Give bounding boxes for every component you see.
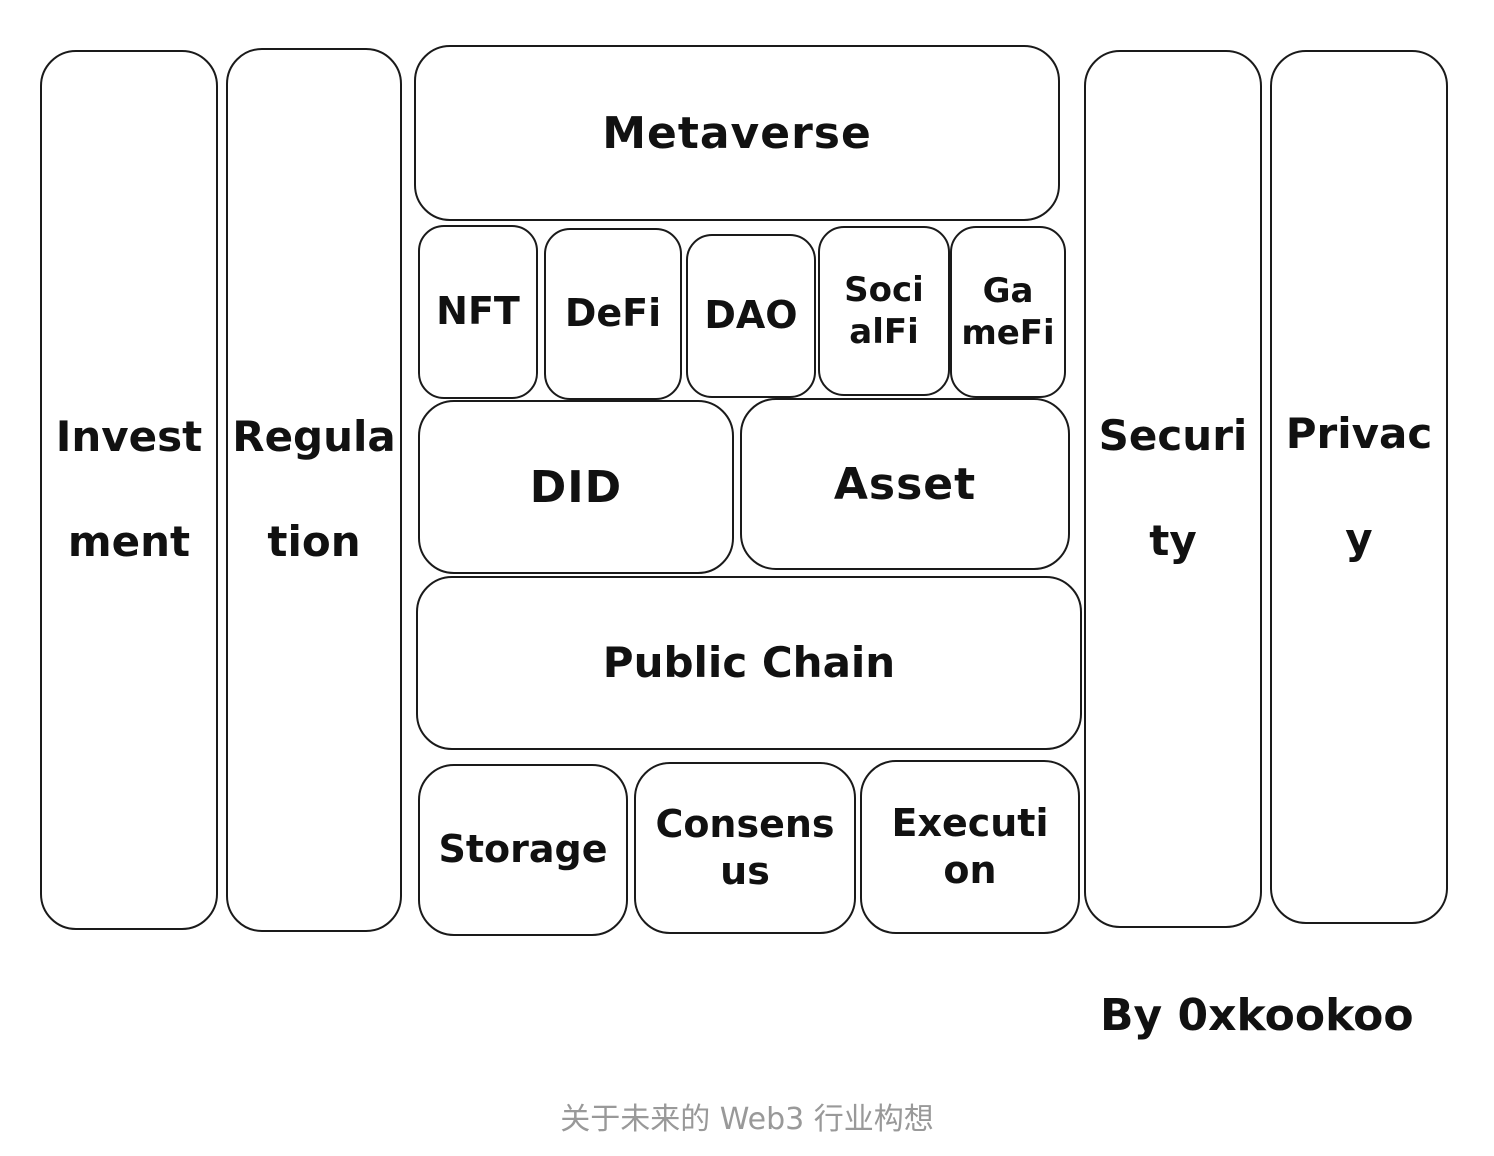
gamefi-label-line1: Ga [982,270,1034,311]
regulation-label-line2: tion [267,517,361,567]
author-signature: By 0xkookoo [1100,990,1414,1041]
gamefi-box: Ga meFi [950,226,1066,398]
privacy-label-line2: y [1345,514,1373,564]
metaverse-label: Metaverse [602,107,872,159]
nft-box: NFT [418,225,538,399]
investment-box: Invest ment [40,50,218,930]
public-chain-label: Public Chain [602,637,896,687]
socialfi-label-line1: Soci [844,269,924,310]
security-label-line1: Securi [1098,411,1248,461]
defi-box: DeFi [544,228,682,400]
storage-box: Storage [418,764,628,936]
defi-label: DeFi [564,291,662,336]
dao-label: DAO [704,293,798,338]
metaverse-box: Metaverse [414,45,1060,221]
regulation-box: Regula tion [226,48,402,932]
security-label-line2: ty [1149,516,1197,566]
gamefi-label-line2: meFi [961,313,1055,353]
privacy-box: Privac y [1270,50,1448,924]
execution-box: Executi on [860,760,1080,934]
asset-box: Asset [740,398,1070,570]
socialfi-label-line2: alFi [849,312,919,352]
socialfi-box: Soci alFi [818,226,950,396]
privacy-label-line1: Privac [1285,409,1433,459]
dao-box: DAO [686,234,816,398]
image-caption: 关于未来的 Web3 行业构想 [560,1102,934,1137]
regulation-label-line1: Regula [232,412,396,462]
investment-label-line1: Invest [55,412,203,462]
nft-label: NFT [436,289,520,334]
consensus-label-line1: Consens [655,801,835,846]
public-chain-box: Public Chain [416,576,1082,750]
consensus-box: Consens us [634,762,856,934]
consensus-label-line2: us [720,849,770,893]
security-box: Securi ty [1084,50,1262,928]
investment-label-line2: ment [67,517,191,567]
asset-label: Asset [833,458,977,510]
execution-label-line1: Executi [891,800,1049,845]
execution-label-line2: on [943,848,997,892]
storage-label: Storage [438,827,608,872]
did-label: DID [529,461,623,513]
did-box: DID [418,400,734,574]
